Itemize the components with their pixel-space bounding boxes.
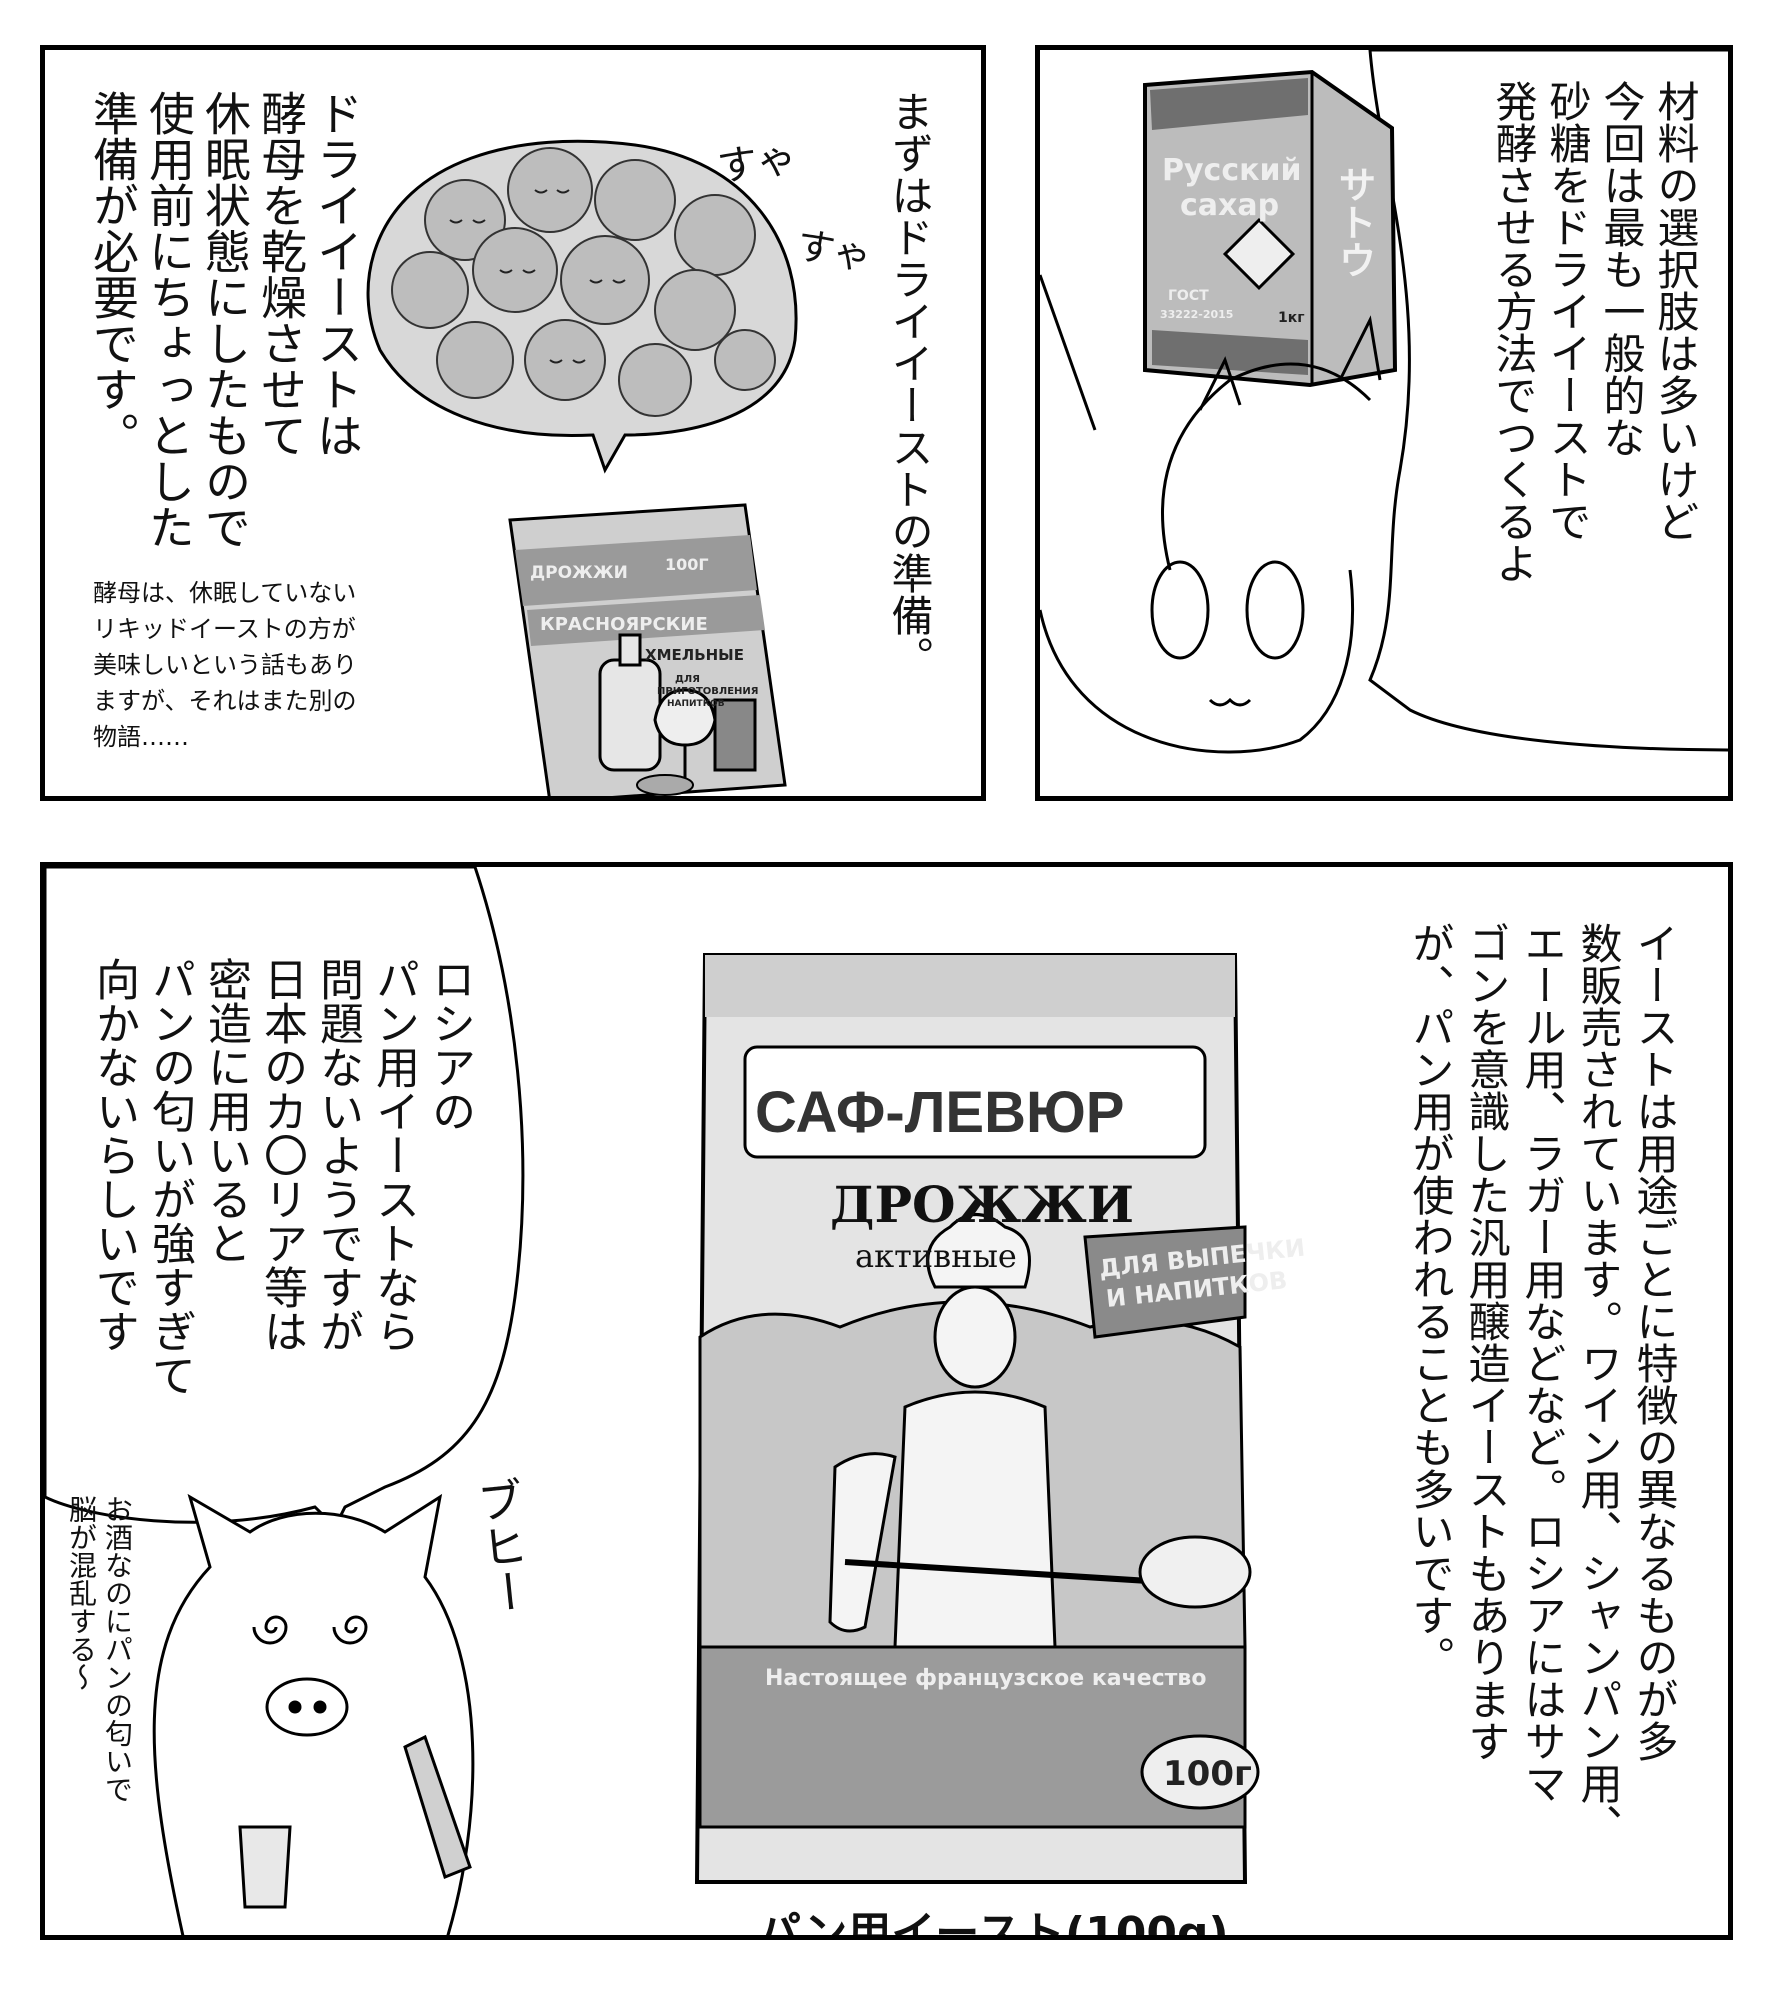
krasnoyarsk-yeast-packet: ДРОЖЖИ 100Г КРАСНОЯРСКИЕ ХМЕЛЬНЫЕ ДЛЯ ПР… — [508, 503, 787, 796]
panel-b-art: Русский сахар ГОСТ 33222-2015 1кг — [1040, 50, 1728, 754]
bag-subtitle: активные — [855, 1237, 1017, 1275]
packet-label-for: ДЛЯ — [675, 674, 700, 685]
sugar-label-sugar: сахар — [1180, 188, 1279, 223]
panel-dry-yeast-intro: ДРОЖЖИ 100Г КРАСНОЯРСКИЕ ХМЕЛЬНЫЕ ДЛЯ ПР… — [40, 45, 986, 801]
speech-bubble-c — [45, 867, 525, 1530]
packet-label-hop: ХМЕЛЬНЫЕ — [645, 646, 744, 664]
sugar-label-gost: ГОСТ — [1168, 288, 1209, 304]
panel-b-speech: 材料の選択肢は多いけど 今回は最も一般的な 砂糖をドライイーストで 発酵させる方… — [1489, 80, 1700, 584]
sugar-label-japanese: サトウ — [1332, 165, 1376, 279]
sleeping-sfx-1: すゃ — [714, 134, 800, 192]
panel-c-art: САФ-ЛЕВЮР ДРОЖЖИ активные ДЛЯ ВЫПЕЧКИ И … — [45, 867, 1306, 1935]
speech-bubble-b — [1368, 50, 1728, 752]
panel-a-heading: まずはドライイーストの準備。 — [885, 90, 934, 678]
panel-c-narration: イーストは用途ごとに特徴の異なるものが多 数販売されています。ワイン用、シャンパ… — [1406, 922, 1679, 1846]
packet-label-preparation: ПРИГОТОВЛЕНИЯ — [657, 686, 758, 697]
sugar-label-gost-number: 33222-2015 — [1160, 308, 1233, 321]
panel-a-art: ДРОЖЖИ 100Г КРАСНОЯРСКИЕ ХМЕЛЬНЫЕ ДЛЯ ПР… — [366, 139, 798, 796]
panel-a-footnote: 酵母は、休眠していない リキッドイーストの方が 美味しいという話もあり ますが、… — [93, 579, 357, 751]
bag-weight: 100г — [1163, 1754, 1252, 1794]
bag-brand: САФ-ЛЕВЮР — [755, 1080, 1124, 1145]
saf-levure-yeast-bag: САФ-ЛЕВЮР ДРОЖЖИ активные ДЛЯ ВЫПЕЧКИ И … — [694, 953, 1306, 1884]
packet-label-drinks: НАПИТКОВ — [667, 699, 725, 709]
panel-a-explanation: ドライイーストは 酵母を乾燥させて 休眠状態にしたもので 使用前にちょっとした … — [86, 90, 364, 550]
panel-c-speech: ロシアの パン用イーストなら 問題ないようですが 日本のカ〇リア等は 密造に用い… — [88, 957, 475, 1397]
fox-girl-character — [1040, 274, 1382, 754]
packet-label-weight: 100Г — [665, 555, 709, 574]
pig-comment: お酒なのにパンの匂いで 脳が混乱する～ — [65, 1495, 134, 1803]
pig-character — [152, 1493, 475, 1935]
packet-label-yeast: ДРОЖЖИ — [530, 563, 628, 583]
panel-sugar-method: Русский сахар ГОСТ 33222-2015 1кг 材料の選択肢… — [1035, 45, 1733, 801]
russian-sugar-box: Русский сахар ГОСТ 33222-2015 1кг — [1143, 69, 1398, 388]
bag-product: ДРОЖЖИ — [830, 1175, 1134, 1234]
sugar-label-russian: Русский — [1162, 153, 1302, 188]
sleeping-yeast-bubble — [366, 139, 798, 474]
packet-label-krasnoyarsk: КРАСНОЯРСКИЕ — [540, 614, 708, 635]
bag-quality-line: Настоящее французское качество — [765, 1666, 1206, 1691]
sugar-label-weight: 1кг — [1278, 310, 1305, 326]
bag-caption: パン用イースト(100g) — [757, 1908, 1229, 1940]
panel-bread-yeast: САФ-ЛЕВЮР ДРОЖЖИ активные ДЛЯ ВЫПЕЧКИ И … — [40, 862, 1733, 1940]
